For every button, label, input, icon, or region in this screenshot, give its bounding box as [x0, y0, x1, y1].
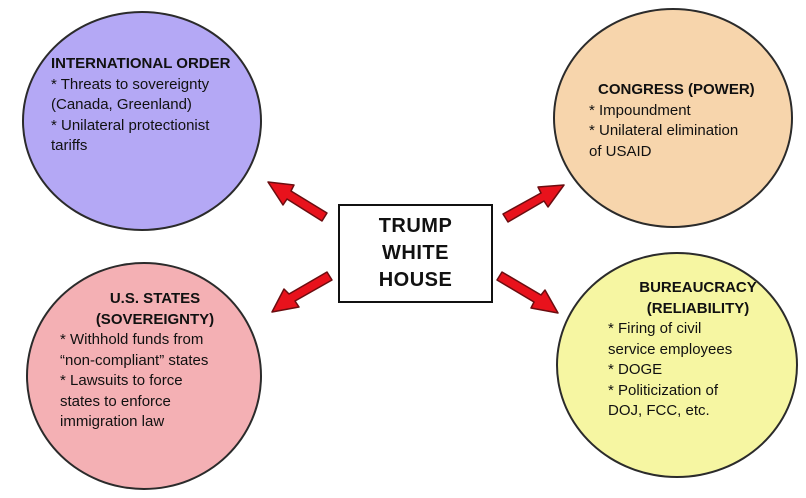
international-order-item: * Threats to sovereignty: [51, 75, 210, 93]
arrow-to-international-order: [267, 181, 328, 222]
bureaucracy-item: * Politicization of: [608, 381, 719, 399]
bureaucracy-item: DOJ, FCC, etc.: [608, 402, 710, 419]
bureaucracy-title-line: BUREAUCRACY: [639, 279, 757, 296]
congress-text: CONGRESS (POWER) * Impoundment * Unilate…: [589, 80, 779, 162]
congress-item: * Impoundment: [589, 101, 691, 119]
states-title-line: (SOVEREIGNTY): [95, 310, 215, 328]
bureaucracy-item: service employees: [608, 340, 733, 358]
states-item: immigration law: [60, 413, 165, 430]
arrow-to-bureaucracy: [496, 271, 559, 314]
bureaucracy-title-line: (RELIABILITY): [646, 299, 750, 317]
states-item: * Lawsuits to force: [60, 372, 183, 389]
bureaucracy-text: BUREAUCRACY (RELIABILITY) * Firing of ci…: [608, 278, 788, 422]
trump-white-house-box: TRUMP WHITE HOUSE: [338, 204, 493, 303]
international-order-item: * Unilateral protectionist: [51, 116, 210, 134]
states-text: U.S. STATES (SOVEREIGNTY) * Withhold fun…: [60, 289, 250, 433]
states-item: “non-compliant” states: [60, 351, 209, 369]
center-line-3: HOUSE: [378, 269, 453, 291]
arrow-to-congress: [502, 184, 565, 223]
congress-item: * Unilateral elimination: [589, 122, 739, 139]
center-line-1: TRUMP: [378, 215, 453, 237]
bureaucracy-item: * Firing of civil: [608, 320, 702, 337]
bureaucracy-item: * DOGE: [608, 361, 663, 378]
arrow-to-states: [271, 271, 333, 313]
states-circle: [26, 262, 262, 490]
international-order-title: INTERNATIONAL ORDER: [51, 55, 231, 72]
states-item: states to enforce: [60, 392, 171, 410]
international-order-item: tariffs: [51, 137, 88, 154]
international-order-item: (Canada, Greenland): [51, 96, 192, 113]
congress-circle: [553, 8, 793, 228]
center-line-2: WHITE: [382, 242, 449, 264]
states-title-line: U.S. STATES: [109, 290, 201, 307]
bureaucracy-circle: [556, 252, 798, 478]
international-order-text: INTERNATIONAL ORDER * Threats to soverei…: [51, 54, 256, 157]
states-item: * Withhold funds from: [60, 331, 204, 348]
congress-title: CONGRESS (POWER): [598, 81, 755, 98]
congress-item: of USAID: [589, 142, 652, 160]
international-order-circle: [22, 11, 262, 231]
